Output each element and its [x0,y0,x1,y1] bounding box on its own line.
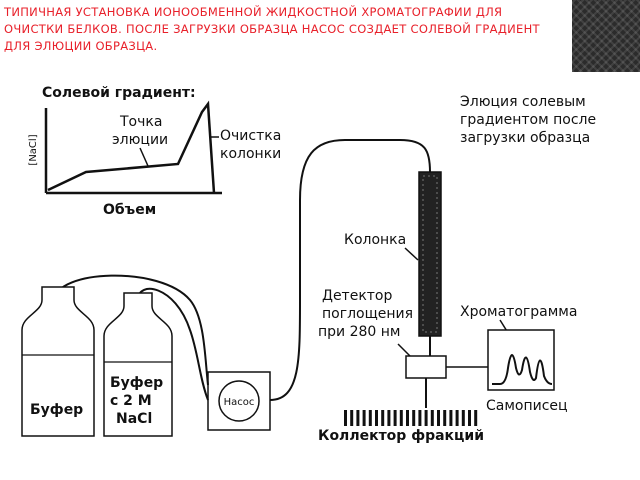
column [418,171,442,337]
fraction-tube [430,410,434,426]
fraction-tube [449,410,453,426]
tubing-salt-buffer-to-pump [137,287,209,401]
fraction-tube [443,410,447,426]
detector-label-line3: при 280 нм [318,324,400,340]
fraction-tube [362,410,366,426]
column-cleaning-label-line2: колонки [220,146,281,162]
fraction-tube [399,410,403,426]
fraction-tube [418,410,422,426]
recorder [487,329,555,391]
elution-label-line3: загрузки образца [460,130,590,146]
salt-gradient-plot: Солевой градиент: [NaCl] Объем Точка элю… [28,85,281,218]
detector-label-line2: поглощения [322,306,413,322]
elution-label-line1: Элюция солевым [460,94,586,110]
column-packing-texture [422,175,438,333]
fraction-tube [375,410,378,426]
tubing-buffer-to-pump [54,274,209,386]
fraction-tube [437,410,440,426]
chromatogram-label: Хроматограмма [460,304,577,320]
buffer-bottle [21,286,95,437]
salt-buffer-label-line3: NaCl [116,411,152,427]
salt-buffer-label-line1: Буфер [110,375,163,391]
buffer-label: Буфер [30,402,83,418]
chromatogram-trace [492,354,553,385]
salt-buffer-bottle [103,292,173,437]
detector-label-line1: Детектор [322,288,392,304]
recorder-label: Самописец [486,398,568,414]
column-cleaning-label-line1: Очистка [220,128,281,144]
pump-head [218,380,260,422]
elution-point-pointer [139,147,149,167]
fraction-tube [381,410,385,426]
x-axis-label: Объем [103,202,156,218]
fraction-collector [344,410,478,426]
detector [405,355,447,379]
fraction-tube [461,410,465,426]
elution-point-label-line2: элюции [112,132,168,148]
fraction-tubes [344,410,478,426]
fraction-tube [393,410,397,426]
fraction-tube [424,410,428,426]
elution-label-line2: градиентом после [460,112,596,128]
salt-buffer-label-line2: с 2 М [110,393,152,409]
fraction-tube [344,410,347,426]
pump-label: Насос [224,397,255,408]
gradient-plot-title: Солевой градиент: [42,85,196,101]
slide-caption: ТИПИЧНАЯ УСТАНОВКА ИОНООБМЕННОЙ ЖИДКОСТН… [4,5,540,53]
gradient-curve [47,100,216,194]
fraction-tube [412,410,416,426]
tubing-pump-to-column [269,139,431,401]
elution-point-label-line1: Точка [119,114,162,130]
column-label: Колонка [344,232,406,248]
fraction-tube [356,410,360,426]
detector-pointer [397,343,411,357]
fraction-tube [368,410,372,426]
fraction-tube [406,410,409,426]
fraction-tube [455,410,459,426]
y-axis-label: [NaCl] [28,134,39,165]
fraction-tube [387,410,391,426]
fraction-tube [350,410,354,426]
fraction-tube [468,410,471,426]
fraction-collector-label: Коллектор фракций [318,428,484,444]
corner-decoration [572,0,640,72]
fraction-tube [474,410,478,426]
column-pointer [404,247,419,261]
